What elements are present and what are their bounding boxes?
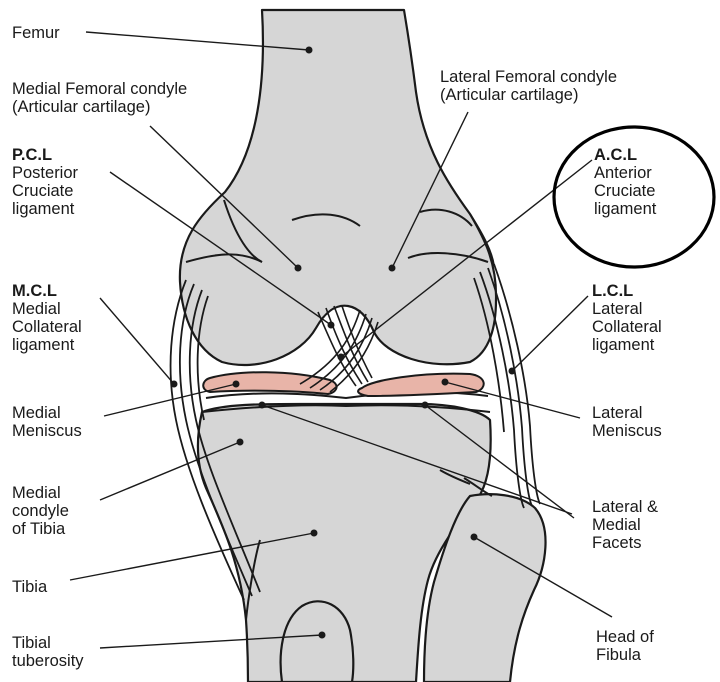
label-line: Medial Femoral condyle xyxy=(12,80,187,98)
label-line: Lateral Femoral condyle xyxy=(440,68,617,86)
label-abbr: A.C.L xyxy=(594,146,656,164)
label-abbr: L.C.L xyxy=(592,282,662,300)
label-line: Lateral xyxy=(592,300,662,318)
label-line: Collateral xyxy=(12,318,82,336)
label-line: Lateral & xyxy=(592,498,658,516)
label-line: Femur xyxy=(12,24,60,42)
label-line: Head of xyxy=(596,628,654,646)
label-line: Cruciate xyxy=(12,182,78,200)
label-line: Medial xyxy=(12,484,69,502)
label-line: Tibial xyxy=(12,634,84,652)
label-tibial-tuberosity: Tibial tuberosity xyxy=(12,634,84,670)
label-line: Medial xyxy=(12,300,82,318)
label-lateral-medial-facets: Lateral & Medial Facets xyxy=(592,498,658,552)
label-line: of Tibia xyxy=(12,520,69,538)
femur-bone xyxy=(180,10,496,365)
label-line: ligament xyxy=(592,336,662,354)
label-lcl: L.C.L Lateral Collateral ligament xyxy=(592,282,662,354)
label-line: Posterior xyxy=(12,164,78,182)
label-line: Collateral xyxy=(592,318,662,336)
label-medial-meniscus: Medial Meniscus xyxy=(12,404,82,440)
label-mcl: M.C.L Medial Collateral ligament xyxy=(12,282,82,354)
label-line: Medial xyxy=(592,516,658,534)
label-head-of-fibula: Head of Fibula xyxy=(596,628,654,664)
label-line: tuberosity xyxy=(12,652,84,670)
label-lateral-meniscus: Lateral Meniscus xyxy=(592,404,662,440)
label-line: ligament xyxy=(12,200,78,218)
label-line: Tibia xyxy=(12,578,47,596)
label-medial-femoral-condyle: Medial Femoral condyle (Articular cartil… xyxy=(12,80,187,116)
label-abbr: M.C.L xyxy=(12,282,82,300)
label-line: condyle xyxy=(12,502,69,520)
label-line: Meniscus xyxy=(592,422,662,440)
label-abbr: P.C.L xyxy=(12,146,78,164)
label-line: Medial xyxy=(12,404,82,422)
label-line: Facets xyxy=(592,534,658,552)
label-acl: A.C.L Anterior Cruciate ligament xyxy=(594,146,656,218)
label-line: Anterior xyxy=(594,164,656,182)
label-line: ligament xyxy=(12,336,82,354)
label-line: ligament xyxy=(594,200,656,218)
label-line: (Articular cartilage) xyxy=(440,86,617,104)
label-lateral-femoral-condyle: Lateral Femoral condyle (Articular carti… xyxy=(440,68,617,104)
label-line: Cruciate xyxy=(594,182,656,200)
label-line: Meniscus xyxy=(12,422,82,440)
label-line: Lateral xyxy=(592,404,662,422)
label-pcl: P.C.L Posterior Cruciate ligament xyxy=(12,146,78,218)
label-line: (Articular cartilage) xyxy=(12,98,187,116)
label-line: Fibula xyxy=(596,646,654,664)
label-femur: Femur xyxy=(12,24,60,42)
label-tibia: Tibia xyxy=(12,578,47,596)
menisci xyxy=(203,372,483,396)
label-medial-condyle-tibia: Medial condyle of Tibia xyxy=(12,484,69,538)
